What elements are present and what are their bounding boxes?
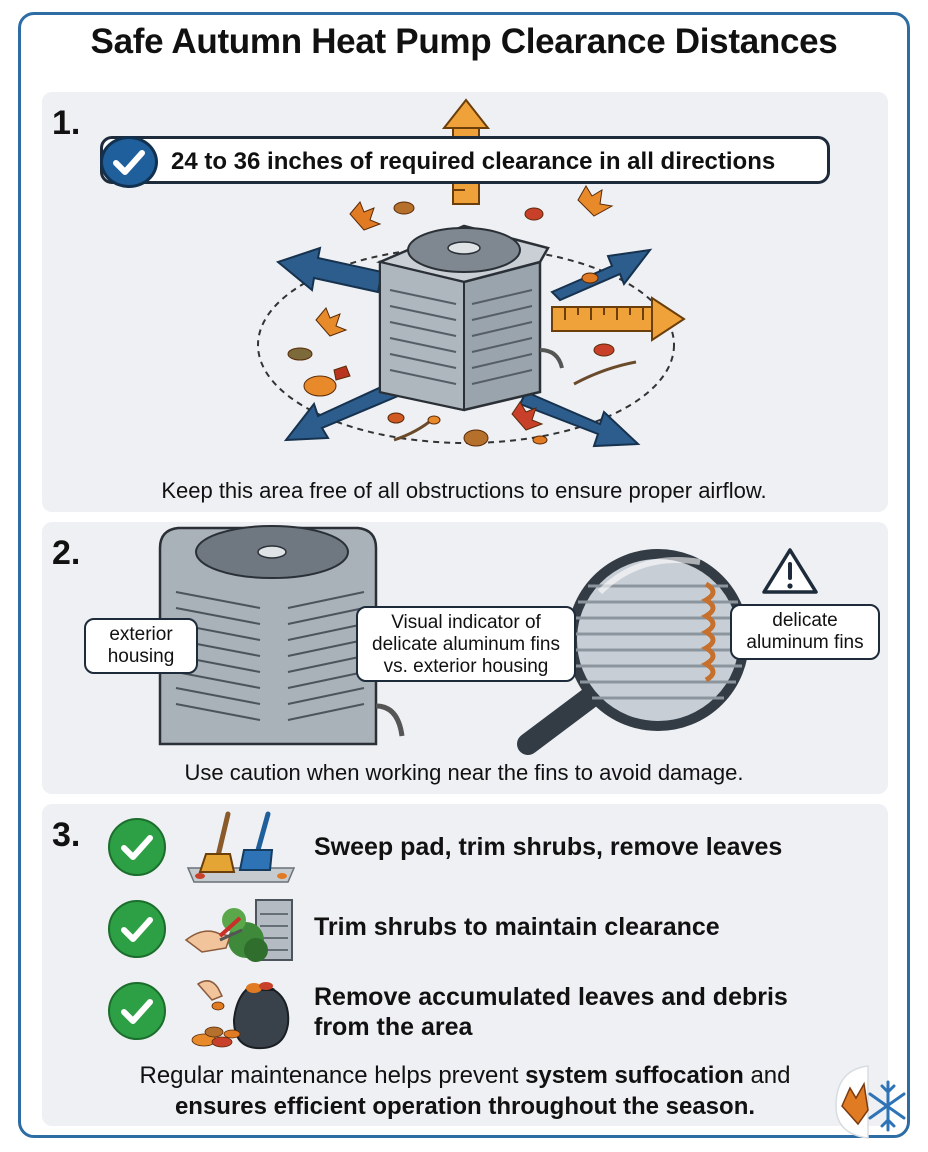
callout-housing-line2: housing xyxy=(107,646,175,667)
footer-bold-efficiency: ensures efficient operation throughout t… xyxy=(174,1093,756,1120)
section-maintenance xyxy=(42,804,888,1126)
leaf-bag-icon xyxy=(191,980,290,1050)
maintenance-footer: Regular maintenance helps prevent system… xyxy=(80,1060,850,1122)
section1-caption: Keep this area free of all obstructions … xyxy=(161,478,767,503)
footer-bold-suffocation: system suffocation xyxy=(525,1062,744,1089)
task-sweep-pad: Sweep pad, trim shrubs, remove leaves xyxy=(314,833,783,861)
footer-text-mid: and xyxy=(743,1062,791,1089)
check-icon xyxy=(108,982,166,1040)
fins-diagram xyxy=(158,525,818,755)
right-arrow-ruler-icon xyxy=(551,296,686,342)
callout-fins-line1: delicate xyxy=(772,610,838,631)
callout-indicator-line2: delicate aluminum fins xyxy=(372,634,560,655)
footer-line2: ensures efficient operation throughout t… xyxy=(80,1091,850,1122)
callout-fins-line2: aluminum fins xyxy=(746,632,864,653)
clearance-headline: 24 to 36 inches of required clearance in… xyxy=(171,148,776,175)
task-remove-leaves: Remove accumulated leaves and debris fro… xyxy=(314,982,788,1042)
check-icon xyxy=(100,136,158,188)
page-title: Safe Autumn Heat Pump Clearance Distance… xyxy=(90,22,838,61)
section-number-2: 2. xyxy=(52,534,81,572)
heat-pump-icon xyxy=(376,224,564,412)
callout-exterior-housing: exterior housing xyxy=(84,618,198,674)
fallen-leaves xyxy=(287,185,637,447)
clearance-headline-box: 24 to 36 inches of required clearance in… xyxy=(100,136,830,184)
clearance-diagram xyxy=(257,98,686,448)
leaf-snowflake-icon xyxy=(835,1065,906,1139)
broom-dustpan-icon xyxy=(186,811,296,883)
section2-caption: Use caution when working near the fins t… xyxy=(184,760,744,785)
callout-housing-line1: exterior xyxy=(109,624,173,645)
callout-indicator-line3: vs. exterior housing xyxy=(383,656,549,677)
blue-direction-arrows xyxy=(275,246,653,448)
task-trim-shrubs: Trim shrubs to maintain clearance xyxy=(314,913,720,941)
task-remove-leaves-line2: from the area xyxy=(314,1013,473,1041)
pruning-shears-icon xyxy=(184,899,293,962)
callout-indicator: Visual indicator of delicate aluminum fi… xyxy=(356,606,576,682)
warning-icon xyxy=(762,548,818,594)
callout-indicator-line1: Visual indicator of xyxy=(391,612,541,633)
task-remove-leaves-line1: Remove accumulated leaves and debris xyxy=(314,983,788,1011)
check-icon xyxy=(108,900,166,958)
check-icon xyxy=(108,818,166,876)
heat-pump-closeup-icon xyxy=(158,525,405,746)
footer-line1: Regular maintenance helps prevent system… xyxy=(80,1060,850,1091)
callout-aluminum-fins: delicate aluminum fins xyxy=(730,604,880,660)
footer-text-pre: Regular maintenance helps prevent xyxy=(139,1062,526,1089)
section-number-3: 3. xyxy=(52,816,81,854)
section-number-1: 1. xyxy=(52,104,81,142)
